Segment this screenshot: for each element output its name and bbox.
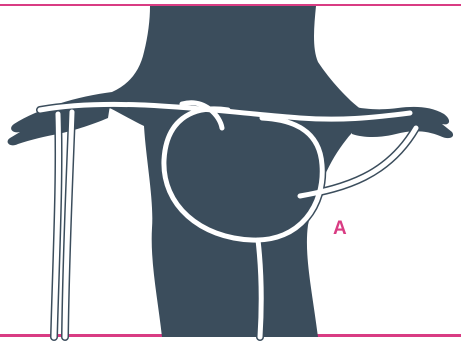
top-border-line — [0, 4, 461, 6]
body-silhouette — [102, 6, 372, 337]
marker-label-a: A — [333, 218, 347, 240]
